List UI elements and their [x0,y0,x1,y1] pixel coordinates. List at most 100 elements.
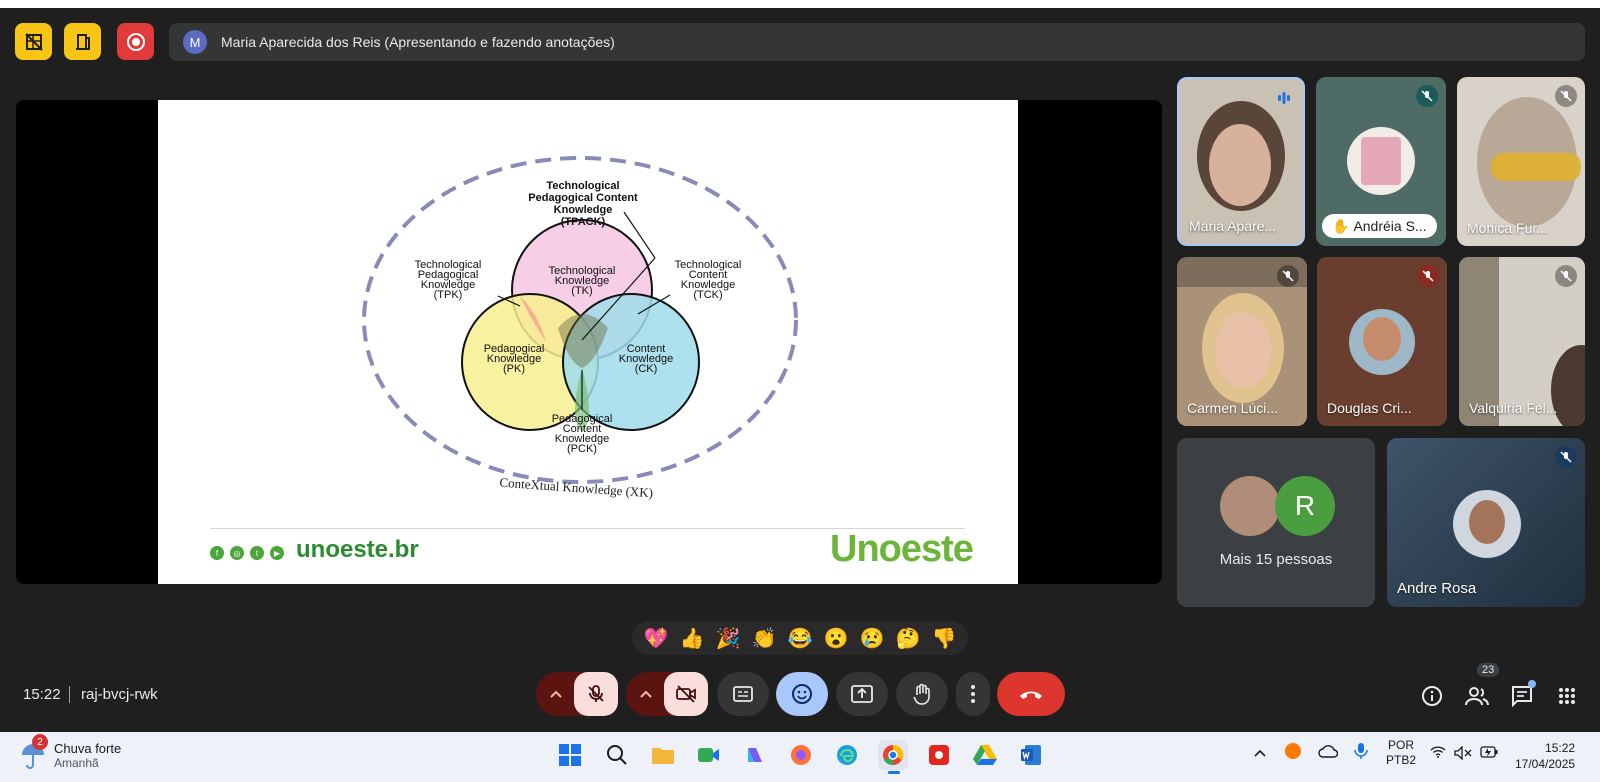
svg-text:(TPACK): (TPACK) [561,216,606,228]
avast-icon [1285,743,1301,759]
wifi-icon [1430,746,1446,758]
mic-group [536,672,618,716]
tck-line-3: Knowledge [681,279,735,291]
copilot-icon [748,748,762,762]
participant-name: Andréia S... [1353,218,1427,234]
speaking-indicator-icon [1273,87,1295,109]
clock-time: 15:22 [1545,741,1576,755]
facebook-icon: f [210,546,224,560]
meet-app[interactable] [694,740,724,770]
people-icon [1465,687,1489,706]
camera-group [626,672,708,716]
taskbar: 2 Chuva forte Amanhã [0,732,1600,782]
svg-text:Pedagogical: Pedagogical [484,343,545,355]
reaction-clap[interactable]: 👏 [751,627,777,650]
participant-tile[interactable]: ✋ Andréia S... [1316,77,1446,246]
svg-text:Content: Content [627,343,666,355]
participant-tile[interactable]: Douglas Cri... [1317,257,1447,426]
volume-tray[interactable] [1454,745,1472,763]
people-button[interactable] [1465,684,1489,708]
svg-text:Knowledge: Knowledge [555,433,609,445]
network-tray[interactable] [1430,746,1446,761]
ck-line-3: (CK) [635,363,658,375]
hand-icon: ✋ [1332,217,1350,234]
microphone-tray[interactable] [1354,742,1368,763]
avast-tray[interactable] [1284,742,1302,763]
participant-tile[interactable]: Andre Rosa [1387,438,1585,607]
onedrive-tray[interactable] [1318,744,1339,761]
present-button[interactable] [836,672,888,716]
mic-toggle-button[interactable] [574,672,618,716]
weather-widget[interactable]: 2 Chuva forte Amanhã [20,734,122,773]
svg-text:Knowledge: Knowledge [681,279,735,291]
reaction-thumbs-up[interactable]: 👍 [679,627,705,650]
firefox-app[interactable] [786,740,816,770]
record-icon [126,32,145,51]
more-people-tile[interactable]: R Mais 15 pessoas [1177,438,1375,607]
participant-count-badge: 23 [1477,663,1500,677]
participant-tile[interactable]: Valquiria Fel... [1459,257,1585,426]
file-explorer-app[interactable] [648,740,678,770]
unread-dot [1528,680,1536,688]
slide: Technological Pedagogical Content Knowle… [158,100,1018,584]
drive-app[interactable] [970,740,1000,770]
battery-charging-icon [1480,746,1498,758]
battery-tray[interactable] [1480,746,1498,761]
svg-text:Knowledge: Knowledge [554,204,613,216]
captions-button[interactable] [717,672,769,716]
presenter-avatar: M [183,30,207,54]
search-button[interactable] [602,740,632,770]
avatar-image [1361,137,1401,185]
start-button[interactable] [555,740,585,770]
svg-text:Pedagogical: Pedagogical [418,269,479,281]
reaction-thinking[interactable]: 🤔 [895,627,921,650]
brand-logo: Unoeste [830,528,974,570]
meeting-details-button[interactable] [1420,684,1444,708]
mic-off-icon [1555,85,1577,107]
tpk-line-3: Knowledge [421,279,475,291]
reaction-heart[interactable]: 💖 [643,627,669,650]
reaction-thumbs-down[interactable]: 👎 [931,627,957,650]
recording-button[interactable] [117,23,154,60]
svg-text:Technological: Technological [549,265,616,277]
mic-options-button[interactable] [546,684,566,704]
word-app[interactable] [1016,740,1046,770]
slide-divider [210,528,965,529]
show-hidden-icons-button[interactable] [1254,746,1266,760]
camera-options-button[interactable] [636,684,656,704]
svg-text:(TPK): (TPK) [434,289,463,301]
leave-call-button[interactable] [997,672,1065,716]
copilot-app[interactable] [740,740,770,770]
tpack-line-2: Pedagogical Content [528,192,638,204]
hide-annotations-button[interactable] [15,23,52,60]
reaction-laugh[interactable]: 😂 [787,627,813,650]
participant-tile[interactable]: Monica Fur... [1457,77,1585,246]
chrome-app[interactable] [878,740,908,774]
system-clock[interactable]: 15:22 17/04/2025 [1515,740,1575,772]
globoplay-app[interactable] [924,740,954,770]
reaction-surprised[interactable]: 😮 [823,627,849,650]
svg-text:Technological: Technological [675,259,742,271]
svg-text:Knowledge: Knowledge [555,275,609,287]
participant-tile[interactable]: Carmen Lúci... [1177,257,1307,426]
chevron-up-icon [1254,749,1266,757]
reactions-button[interactable] [776,672,828,716]
captions-icon [733,686,753,702]
reaction-party[interactable]: 🎉 [715,627,741,650]
svg-text:Content: Content [689,269,728,281]
edge-app[interactable] [832,740,862,770]
chat-button[interactable] [1510,680,1536,708]
presenter-bar[interactable]: M Maria Aparecida dos Reis (Apresentando… [169,23,1585,61]
activities-button[interactable] [1555,684,1579,708]
camera-toggle-button[interactable] [664,672,708,716]
reaction-sad[interactable]: 😢 [859,627,885,650]
youtube-icon: ▶ [270,546,284,560]
raise-hand-button[interactable] [896,672,948,716]
companion-button[interactable] [64,23,101,60]
pck-line-3: Knowledge [555,433,609,445]
more-options-button[interactable] [956,672,990,716]
participant-tile[interactable]: Maria Apare... [1177,77,1305,246]
input-language[interactable]: POR PTB2 [1386,738,1416,768]
weather-title: Chuva forte [54,740,122,756]
participant-name: Maria Apare... [1189,218,1277,234]
